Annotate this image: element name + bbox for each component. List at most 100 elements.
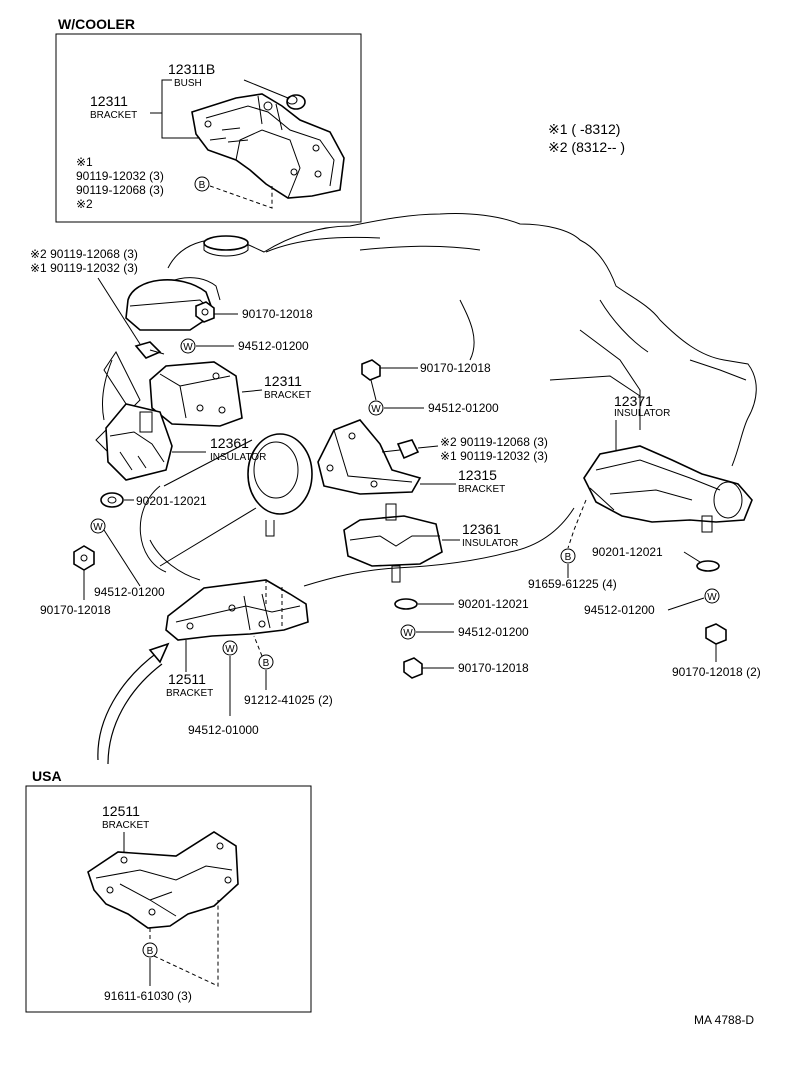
mid-plate-label: 90201-12021 bbox=[458, 597, 529, 611]
mid-washer-top-letter: W bbox=[371, 404, 381, 415]
left-insulator-name: INSULATOR bbox=[210, 452, 266, 463]
diagram-code: MA 4788-D bbox=[694, 1013, 754, 1027]
rear-nut bbox=[705, 623, 727, 645]
mid-bracket-12315 bbox=[317, 419, 422, 495]
left-bracket-name: BRACKET bbox=[264, 390, 311, 401]
cooler-bolt-1: 90119-12032 (3) bbox=[76, 169, 164, 183]
left-bolt-a: ※2 90119-12068 (3) bbox=[30, 247, 138, 261]
inset-cooler: W/COOLER 12311B BUSH 12311 BRACKET ※1 90… bbox=[55, 16, 362, 223]
front-bolt-letter: B bbox=[263, 658, 270, 669]
left-plate-label: 90201-12021 bbox=[136, 494, 207, 508]
left-nut-top bbox=[195, 301, 215, 323]
front-bolt-label: 91212-41025 (2) bbox=[244, 693, 333, 707]
left-bracket-12311 bbox=[149, 361, 243, 427]
cooler-bracket-name: BRACKET bbox=[90, 110, 137, 121]
mid-bracket-number: 12315 bbox=[458, 467, 497, 483]
cooler-leader-bracket bbox=[150, 79, 200, 139]
mid-bolt bbox=[381, 439, 420, 460]
mid-insulator-number: 12361 bbox=[462, 521, 501, 537]
mid-washer-low-label: 94512-01200 bbox=[458, 625, 529, 639]
left-bolt-leader bbox=[97, 277, 141, 345]
cooler-bolt-symbol: B bbox=[194, 176, 210, 192]
front-bracket-12511 bbox=[165, 579, 309, 641]
left-washer-top-label: 94512-01200 bbox=[238, 339, 309, 353]
mid-bolt-a: ※2 90119-12068 (3) bbox=[440, 435, 548, 449]
rear-washer-symbol: W bbox=[704, 588, 720, 604]
mid-nut-low bbox=[403, 657, 423, 679]
inset-usa-frame bbox=[25, 785, 312, 1013]
left-mount-group: ※2 90119-12068 (3) ※1 90119-12032 (3) 90… bbox=[30, 247, 313, 617]
rear-mount-group: 12371 INSULATOR B 91659-61225 (4) 90201-… bbox=[528, 393, 761, 679]
rear-bolt-symbol: B bbox=[560, 548, 576, 564]
rear-plate-label: 90201-12021 bbox=[592, 545, 663, 559]
left-washer-top-symbol: W bbox=[180, 338, 196, 354]
middle-mount-group: 90170-12018 W 94512-01200 ※2 90119-12068… bbox=[317, 359, 548, 679]
inset-cooler-title: W/COOLER bbox=[58, 16, 135, 32]
mid-washer-top-label: 94512-01200 bbox=[428, 401, 499, 415]
left-bracket-number: 12311 bbox=[264, 373, 302, 389]
cooler-bush-number: 12311B bbox=[168, 61, 215, 77]
cooler-mark-1: ※1 bbox=[76, 155, 93, 169]
left-nut-low bbox=[73, 545, 95, 571]
left-insulator-number: 12361 bbox=[210, 435, 249, 451]
mid-bracket-name: BRACKET bbox=[458, 484, 505, 495]
rear-washer-label: 94512-01200 bbox=[584, 603, 655, 617]
left-plate-washer bbox=[100, 492, 124, 508]
left-bolt-b: ※1 90119-12032 (3) bbox=[30, 261, 138, 275]
usa-bolt-dashline bbox=[149, 900, 219, 987]
left-washer-low-label: 94512-01200 bbox=[94, 585, 165, 599]
inset-usa: USA 12511 BRACKET B 91611-61030 (3) bbox=[25, 768, 312, 1013]
mid-bolt-b: ※1 90119-12032 (3) bbox=[440, 449, 548, 463]
left-insulator bbox=[105, 403, 173, 481]
mid-insulator-name: INSULATOR bbox=[462, 538, 518, 549]
usa-bolt-letter: B bbox=[147, 946, 154, 957]
cooler-mark-2: ※2 bbox=[76, 197, 93, 211]
usa-bolt-label: 91611-61030 (3) bbox=[104, 989, 192, 1003]
mid-insulator bbox=[343, 503, 443, 583]
mid-nut-low-label: 90170-12018 bbox=[458, 661, 529, 675]
cooler-bush bbox=[243, 79, 306, 110]
oil-filler-cap bbox=[203, 235, 249, 251]
usa-reference-arrowhead bbox=[148, 642, 170, 664]
left-washer-top-letter: W bbox=[183, 342, 193, 353]
front-washer-symbol: W bbox=[222, 640, 238, 656]
front-washer-label: 94512-01000 bbox=[188, 723, 259, 737]
left-nut-low-label: 90170-12018 bbox=[40, 603, 111, 617]
cooler-bracket-drawing bbox=[191, 93, 345, 199]
rear-insulator-number: 12371 bbox=[614, 393, 653, 409]
front-bracket-group: 12511 BRACKET W 94512-01000 B 91212-4102… bbox=[97, 579, 333, 765]
usa-bracket-number: 12511 bbox=[102, 803, 140, 819]
legend: ※1 ( -8312) ※2 (8312-- ) bbox=[548, 121, 625, 155]
front-bracket-dashline bbox=[265, 580, 283, 626]
mid-nut-top-label: 90170-12018 bbox=[420, 361, 491, 375]
inset-usa-title: USA bbox=[32, 768, 62, 784]
left-nut-top-label: 90170-12018 bbox=[242, 307, 313, 321]
cooler-bolt-dashline bbox=[209, 185, 273, 209]
alternator-cylinder bbox=[139, 433, 313, 573]
legend-line-1: ※1 ( -8312) bbox=[548, 121, 620, 137]
inset-cooler-frame bbox=[55, 33, 362, 223]
front-bracket-number: 12511 bbox=[168, 671, 206, 687]
front-bolt-dashline bbox=[253, 635, 263, 657]
mid-nut-top bbox=[361, 359, 381, 381]
mid-washer-top-symbol: W bbox=[368, 400, 384, 416]
usa-reference-arrow bbox=[97, 651, 159, 761]
mid-plate-washer bbox=[394, 598, 418, 610]
legend-line-2: ※2 (8312-- ) bbox=[548, 139, 625, 155]
cooler-bush-name: BUSH bbox=[174, 78, 202, 89]
rear-insulator bbox=[583, 445, 753, 533]
mid-washer-low-symbol: W bbox=[400, 624, 416, 640]
rear-bolt-dashline bbox=[567, 499, 587, 549]
rear-insulator-name: INSULATOR bbox=[614, 408, 670, 419]
left-bolt bbox=[134, 341, 165, 359]
rear-nut-label: 90170-12018 (2) bbox=[672, 665, 761, 679]
front-bolt-symbol: B bbox=[258, 654, 274, 670]
rear-bolt-label: 91659-61225 (4) bbox=[528, 577, 617, 591]
left-washer-low-letter: W bbox=[93, 522, 103, 533]
usa-bracket-drawing bbox=[87, 831, 239, 929]
cooler-bolt-2: 90119-12068 (3) bbox=[76, 183, 164, 197]
usa-bracket-name: BRACKET bbox=[102, 820, 149, 831]
cooler-bolt-symbol-letter: B bbox=[199, 180, 206, 191]
